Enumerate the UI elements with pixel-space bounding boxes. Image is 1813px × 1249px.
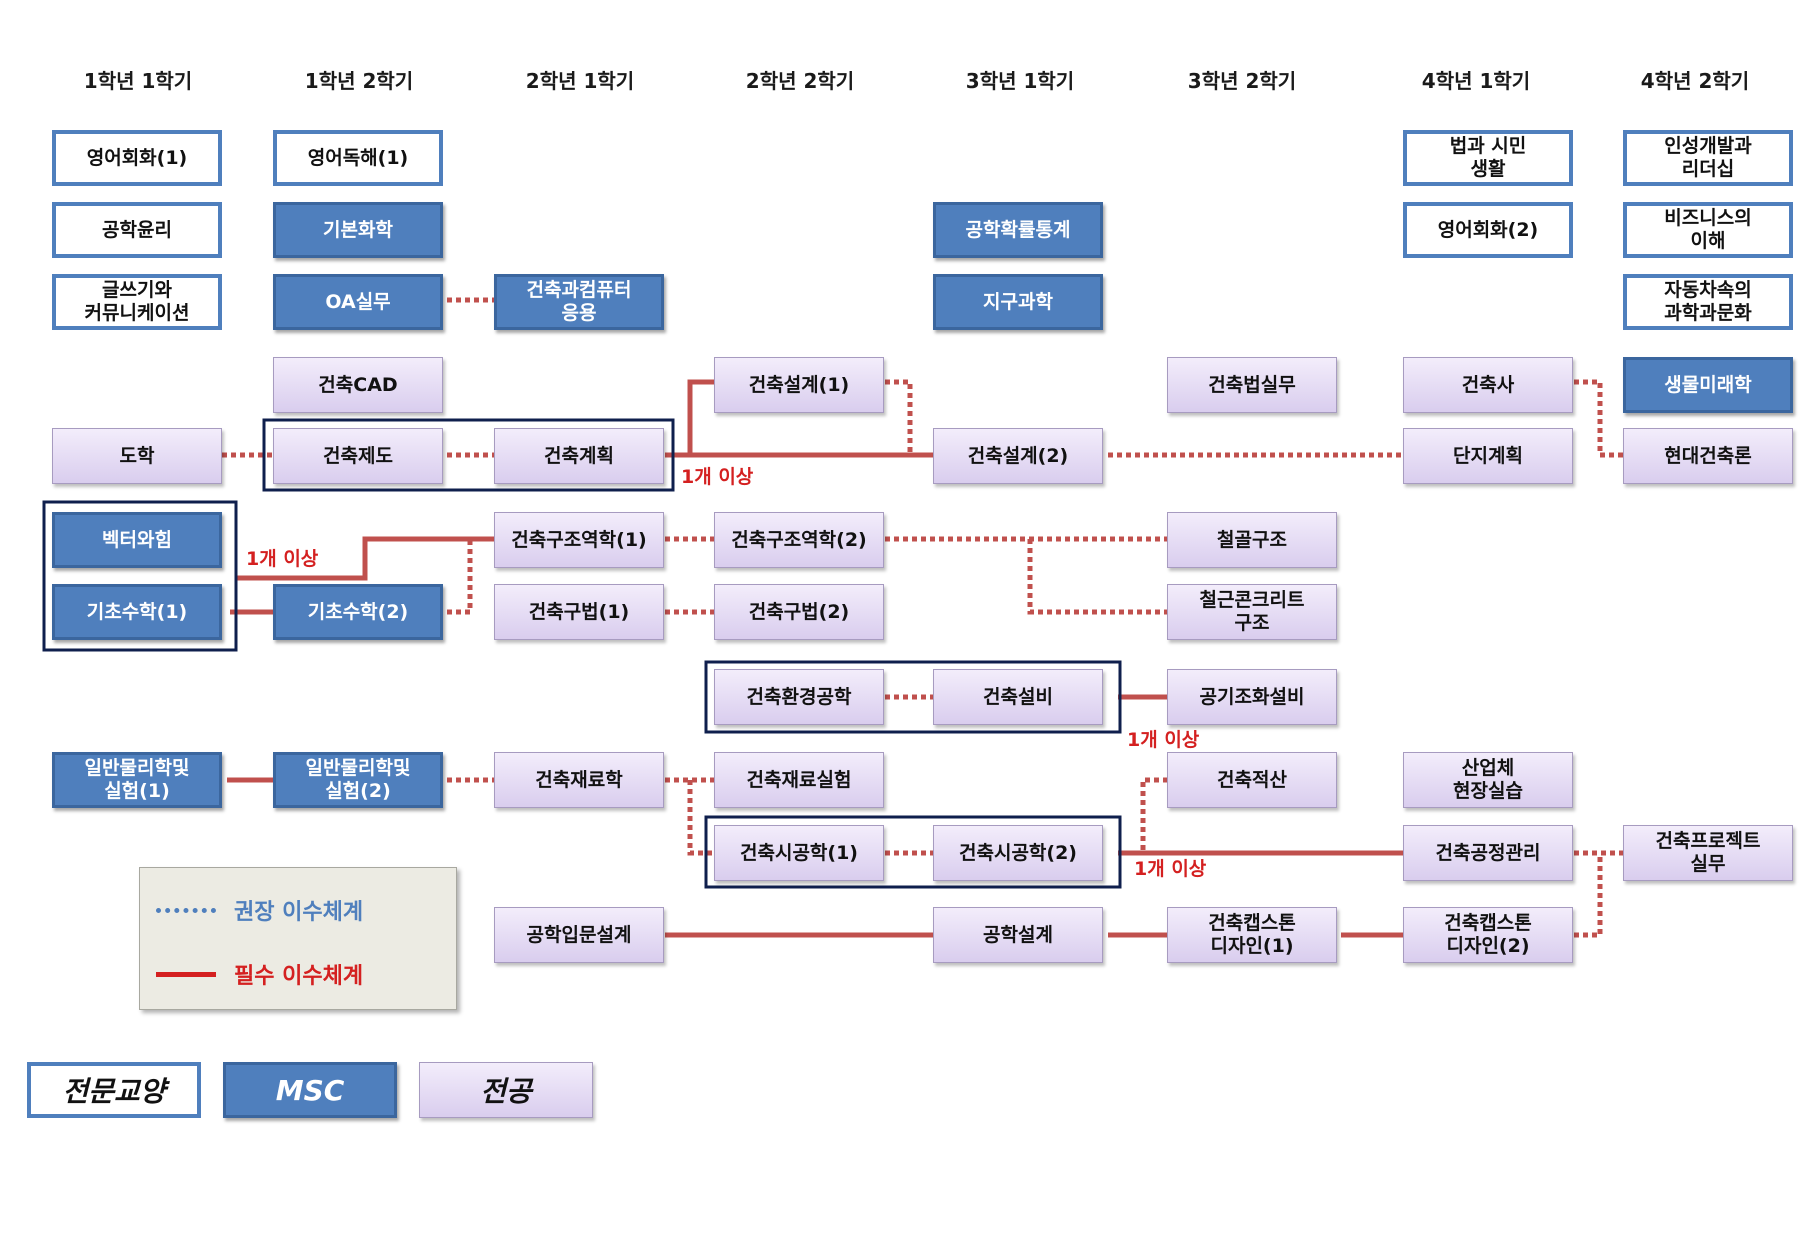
course-drawing[interactable]: 도학 (52, 428, 222, 484)
course-process-mgmt[interactable]: 건축공정관리 (1403, 825, 1573, 881)
course-math1[interactable]: 기초수학(1) (52, 584, 222, 640)
legend-row-recommended: 권장 이수체계 (156, 894, 363, 926)
course-intro-design[interactable]: 공학입문설계 (494, 907, 664, 963)
course-struct1[interactable]: 건축구조역학(1) (494, 512, 664, 568)
course-eng-read1[interactable]: 영어독해(1) (273, 130, 443, 186)
course-rc-structure[interactable]: 철근콘크리트 구조 (1167, 584, 1337, 640)
semester-header: 2학년 1학기 (525, 69, 635, 93)
recommended-link (687, 780, 715, 856)
course-cad[interactable]: 건축CAD (273, 357, 443, 413)
solid-line-swatch (156, 971, 216, 977)
min-one-label: 1개 이상 (1127, 729, 1200, 751)
min-one-label: 1개 이상 (246, 548, 319, 570)
semester-header: 1학년 1학기 (83, 69, 193, 93)
semester-header: 3학년 2학기 (1187, 69, 1297, 93)
course-design2[interactable]: 건축설계(2) (933, 428, 1103, 484)
course-struct2[interactable]: 건축구조역학(2) (714, 512, 884, 568)
course-planning[interactable]: 건축계획 (494, 428, 664, 484)
category-msc: MSC (223, 1062, 397, 1118)
course-vector[interactable]: 벡터와힘 (52, 512, 222, 568)
recommended-link (447, 536, 495, 615)
course-project-practice[interactable]: 건축프로젝트 실무 (1623, 825, 1793, 881)
min-one-label: 1개 이상 (1134, 858, 1207, 880)
course-design1[interactable]: 건축설계(1) (714, 357, 884, 413)
course-probability[interactable]: 공학확률통계 (933, 202, 1103, 258)
course-architect[interactable]: 건축사 (1403, 357, 1573, 413)
course-physics2[interactable]: 일반물리학및 실험(2) (273, 752, 443, 808)
recommended-link (1027, 539, 1168, 615)
course-auto-culture[interactable]: 자동차속의 과학과문화 (1623, 274, 1793, 330)
min-one-label: 1개 이상 (681, 466, 754, 488)
course-eng-conv2[interactable]: 영어회화(2) (1403, 202, 1573, 258)
course-law-citizen[interactable]: 법과 시민 생활 (1403, 130, 1573, 186)
course-math2[interactable]: 기초수학(2) (273, 584, 443, 640)
line-legend: 권장 이수체계 필수 이수체계 (139, 867, 457, 1010)
course-ethics[interactable]: 공학윤리 (52, 202, 222, 258)
course-capstone2[interactable]: 건축캡스톤 디자인(2) (1403, 907, 1573, 963)
group-outlines (42, 418, 1122, 889)
required-link (236, 536, 495, 581)
legend-recommended-label: 권장 이수체계 (234, 900, 364, 925)
required-link (687, 379, 715, 455)
course-estimation[interactable]: 건축적산 (1167, 752, 1337, 808)
course-construction2[interactable]: 건축구법(2) (714, 584, 884, 640)
required-connectors (227, 379, 1405, 938)
course-hvac[interactable]: 공기조화설비 (1167, 669, 1337, 725)
semester-header: 3학년 1학기 (965, 69, 1075, 93)
course-oa[interactable]: OA실무 (273, 274, 443, 330)
course-physics1[interactable]: 일반물리학및 실험(1) (52, 752, 222, 808)
course-building2[interactable]: 건축시공학(2) (933, 825, 1103, 881)
course-eng-conv1[interactable]: 영어회화(1) (52, 130, 222, 186)
recommended-link (1574, 853, 1603, 938)
category-major: 전공 (419, 1062, 593, 1118)
course-capstone1[interactable]: 건축캡스톤 디자인(1) (1167, 907, 1337, 963)
course-field-training[interactable]: 산업체 현장실습 (1403, 752, 1573, 808)
course-leadership[interactable]: 인성개발과 리더십 (1623, 130, 1793, 186)
course-building1[interactable]: 건축시공학(1) (714, 825, 884, 881)
course-bio-future[interactable]: 생물미래학 (1623, 357, 1793, 413)
recommended-link (885, 379, 940, 458)
recommended-link (1574, 379, 1625, 458)
course-writing[interactable]: 글쓰기와 커뮤니케이션 (52, 274, 222, 330)
course-arch-system[interactable]: 건축제도 (273, 428, 443, 484)
course-earth-science[interactable]: 지구과학 (933, 274, 1103, 330)
recommended-link (1140, 777, 1168, 853)
group-outline (262, 418, 675, 492)
semester-header: 4학년 1학기 (1421, 69, 1531, 93)
course-chemistry[interactable]: 기본화학 (273, 202, 443, 258)
legend-row-required: 필수 이수체계 (156, 958, 363, 990)
semester-header: 2학년 2학기 (745, 69, 855, 93)
dotted-line-swatch (156, 907, 216, 913)
category-general: 전문교양 (27, 1062, 201, 1118)
course-steel[interactable]: 철골구조 (1167, 512, 1337, 568)
course-materials[interactable]: 건축재료학 (494, 752, 664, 808)
course-construction1[interactable]: 건축구법(1) (494, 584, 664, 640)
course-arch-law[interactable]: 건축법실무 (1167, 357, 1337, 413)
course-modern-arch[interactable]: 현대건축론 (1623, 428, 1793, 484)
semester-header: 4학년 2학기 (1640, 69, 1750, 93)
course-business[interactable]: 비즈니스의 이해 (1623, 202, 1793, 258)
course-materials-lab[interactable]: 건축재료실험 (714, 752, 884, 808)
group-outline (704, 660, 1122, 734)
course-site-planning[interactable]: 단지계획 (1403, 428, 1573, 484)
semester-header: 1학년 2학기 (304, 69, 414, 93)
group-outline (42, 500, 238, 652)
recommended-connectors (222, 297, 1625, 938)
course-arch-computer[interactable]: 건축과컴퓨터 응용 (494, 274, 664, 330)
course-equipment[interactable]: 건축설비 (933, 669, 1103, 725)
course-environment[interactable]: 건축환경공학 (714, 669, 884, 725)
legend-required-label: 필수 이수체계 (234, 964, 364, 989)
group-outline (704, 815, 1122, 889)
course-eng-design[interactable]: 공학설계 (933, 907, 1103, 963)
